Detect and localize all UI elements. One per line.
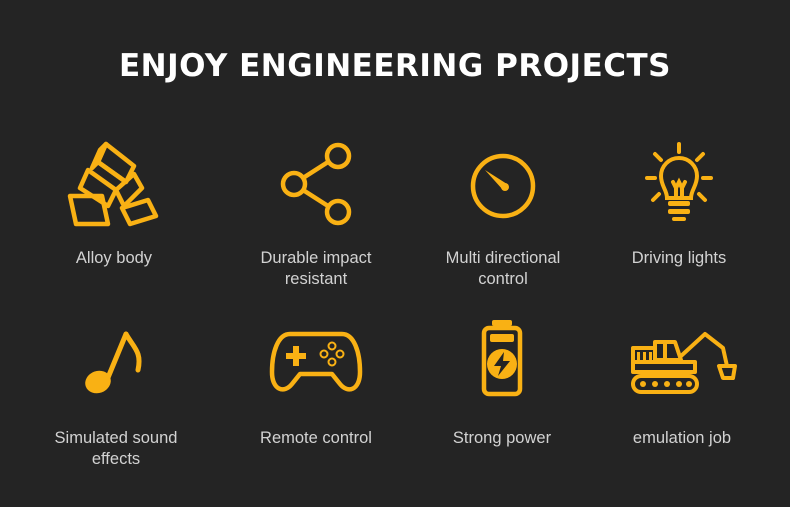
excavator-icon — [631, 332, 737, 394]
gamepad-icon — [269, 331, 363, 392]
gauge-icon — [470, 153, 536, 219]
feature-label: emulation job — [632, 429, 732, 447]
battery-bolt-icon — [481, 320, 523, 397]
feature-label: Driving lights — [631, 249, 727, 267]
feature-label: Remote control — [260, 429, 372, 447]
feature-label: Durable impact resistant — [260, 249, 372, 288]
share-nodes-icon — [280, 142, 352, 226]
page-title: ENJOY ENGINEERING PROJECTS — [118, 48, 671, 84]
light-bulb-icon — [645, 142, 713, 221]
feature-label: Multi directional control — [445, 249, 561, 288]
feature-label: Alloy body — [75, 249, 153, 267]
feature-label: Strong power — [452, 429, 552, 447]
music-note-icon — [85, 331, 142, 394]
feature-label: Simulated sound effects — [54, 429, 178, 468]
gold-bars-icon — [67, 141, 159, 227]
